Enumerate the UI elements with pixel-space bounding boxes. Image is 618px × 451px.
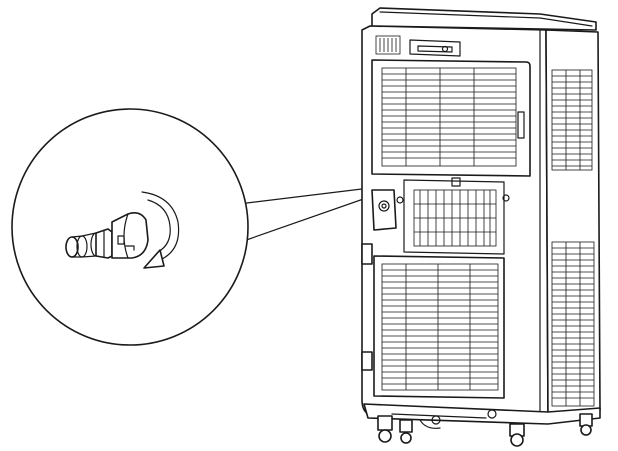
rotation-arrow-icon (141, 191, 180, 269)
drain-plug-icon (65, 212, 149, 259)
magnifier-callout-icon (11, 108, 379, 346)
air-conditioner-icon (361, 7, 601, 447)
